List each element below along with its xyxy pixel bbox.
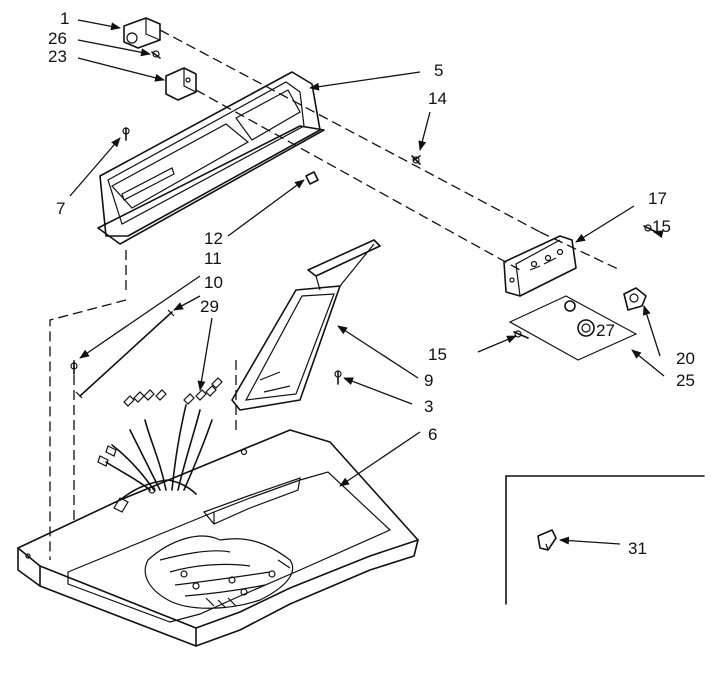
- callout-25: 25: [676, 371, 695, 390]
- part-10-11-rod: [70, 309, 175, 399]
- callout-1: 1: [60, 9, 69, 28]
- callout-3: 3: [424, 397, 433, 416]
- part-23-switch: [165, 67, 197, 101]
- callout-15-upper: 15: [652, 217, 671, 236]
- part-26-screw: [151, 50, 161, 59]
- callout-5: 5: [434, 61, 443, 80]
- callout-10: 10: [204, 273, 223, 292]
- callout-26: 26: [48, 29, 67, 48]
- callout-23: 23: [48, 47, 67, 66]
- callout-31: 31: [628, 539, 647, 558]
- callout-14: 14: [428, 89, 447, 108]
- wire-harness-base: [144, 535, 294, 609]
- parts-27-20-25-assembly: [508, 287, 647, 361]
- top-panel-part-6: [17, 429, 419, 647]
- part-14-screw: [411, 155, 421, 165]
- part-12-clip: [305, 171, 319, 185]
- part-15-screw-lower: [513, 330, 529, 339]
- callout-12: 12: [204, 229, 223, 248]
- leader-lines: [69, 19, 665, 545]
- callout-17: 17: [648, 189, 667, 208]
- part-7-screw: [122, 127, 130, 141]
- callout-labels: 1 26 23 5 14 7 12 11 10 29 17 15 15 27 2…: [48, 9, 695, 558]
- callout-15-lower: 15: [428, 345, 447, 364]
- control-panel-part-17: [503, 235, 577, 297]
- console-part-5: [97, 71, 325, 245]
- callout-11: 11: [204, 249, 222, 268]
- callout-7: 7: [56, 199, 65, 218]
- callout-9: 9: [424, 371, 433, 390]
- callout-29: 29: [200, 297, 219, 316]
- callout-6: 6: [428, 425, 437, 444]
- callout-20: 20: [676, 349, 695, 368]
- callout-27: 27: [596, 321, 615, 340]
- part-9-panel: [231, 239, 381, 411]
- inset-part-31: [505, 475, 705, 605]
- wire-harness-part-29: [97, 377, 223, 513]
- part-3-screw: [334, 370, 342, 385]
- part-1-switch: [123, 17, 161, 49]
